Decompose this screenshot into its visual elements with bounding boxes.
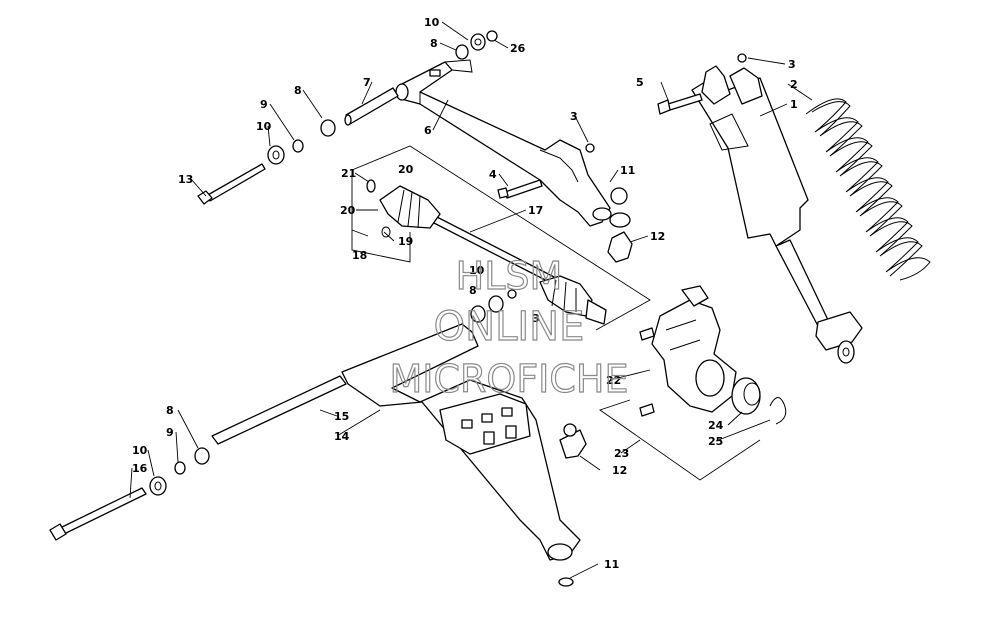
- callout-12-lower: 12: [612, 464, 627, 477]
- callout-1: 1: [790, 98, 798, 111]
- lower-a-arm: [341, 323, 581, 561]
- wheel-bearing: [731, 377, 787, 425]
- steering-knuckle: [639, 285, 737, 417]
- coil-spring: [805, 98, 931, 281]
- callout-20-b: 20: [340, 204, 356, 217]
- callout-6: 6: [424, 124, 432, 137]
- callout-12-upper: 12: [650, 230, 665, 243]
- cv-axle: [366, 179, 607, 325]
- callout-13: 13: [178, 173, 193, 186]
- lower-ball-joint: [558, 423, 587, 587]
- callout-11-lower: 11: [604, 558, 619, 571]
- arm-bolt: [497, 143, 595, 199]
- callout-25: 25: [708, 435, 723, 448]
- callout-8-top: 8: [430, 37, 438, 50]
- callout-3-shock: 3: [788, 58, 796, 71]
- upper-ball-joint: [607, 187, 633, 263]
- callout-14: 14: [334, 430, 350, 443]
- callout-16: 16: [132, 462, 148, 475]
- callout-10-mid: 10: [469, 264, 485, 277]
- lower-long-bolt: [49, 487, 147, 541]
- callout-18: 18: [352, 249, 367, 262]
- callout-8-upper-left: 8: [294, 84, 302, 97]
- upper-long-bolt: [197, 163, 266, 205]
- shock-absorber: [691, 65, 863, 364]
- lower-pivot-tube: [211, 375, 347, 445]
- shock-bolt: [657, 53, 747, 115]
- callout-10-upper-left: 10: [256, 120, 272, 133]
- leader-lines: [129, 21, 813, 579]
- callout-8-mid: 8: [469, 284, 477, 297]
- callout-20-a: 20: [398, 163, 414, 176]
- callout-9-lower: 9: [166, 426, 174, 439]
- callout-7: 7: [363, 76, 371, 89]
- upper-pivot-tube: [344, 87, 399, 126]
- watermark-line-2: ONLINE: [434, 304, 585, 350]
- kit-outlines: [351, 145, 761, 481]
- callout-8-lower: 8: [166, 404, 174, 417]
- watermark-line-1: HLSM: [456, 254, 563, 298]
- callout-15: 15: [334, 410, 349, 423]
- upper-right-bushings: [455, 30, 498, 60]
- watermark: HLSM ONLINE MICROFICHE: [389, 253, 629, 401]
- callout-3-mid: 3: [532, 312, 540, 325]
- callout-19: 19: [398, 235, 413, 248]
- upper-a-arm: [395, 59, 612, 227]
- callout-4: 4: [489, 168, 497, 181]
- callout-11-upper: 11: [620, 164, 635, 177]
- callout-21: 21: [341, 167, 356, 180]
- callout-23: 23: [614, 447, 629, 460]
- callout-17: 17: [528, 204, 543, 217]
- callout-22: 22: [606, 374, 621, 387]
- callout-26: 26: [510, 42, 526, 55]
- lower-bushings: [149, 447, 210, 496]
- callout-3-arm: 3: [570, 110, 578, 123]
- callout-10-top: 10: [424, 16, 440, 29]
- callout-numbers: 10 8 26 7 8 9 10 6 3 13 21 20 20 4 11 17…: [132, 16, 798, 571]
- upper-left-bushings: [267, 119, 336, 165]
- callout-10-lower: 10: [132, 444, 148, 457]
- callout-9-upper: 9: [260, 98, 268, 111]
- callout-2: 2: [790, 78, 798, 91]
- callout-5: 5: [636, 76, 644, 89]
- callout-24: 24: [708, 419, 724, 432]
- mid-bushings: [470, 289, 517, 323]
- watermark-line-3: MICROFICHE: [389, 357, 628, 401]
